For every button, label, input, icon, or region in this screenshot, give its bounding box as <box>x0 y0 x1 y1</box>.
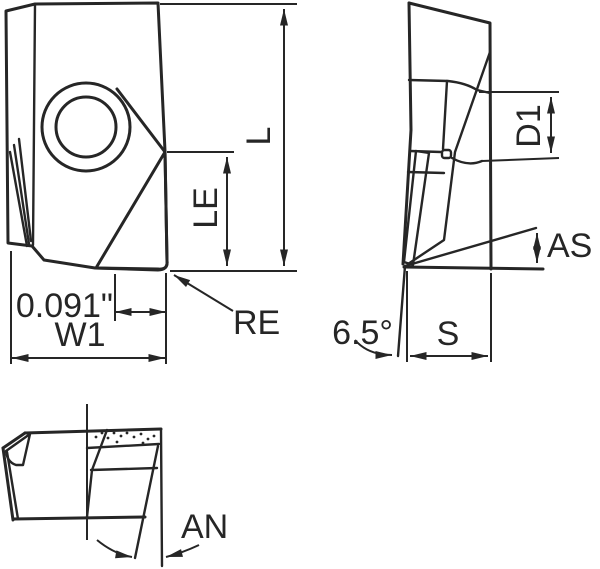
an-arc-left <box>96 539 133 559</box>
as-label: AS <box>547 227 592 265</box>
an-clearance-line <box>133 444 160 560</box>
w1-label: W1 <box>55 316 106 354</box>
side-top-right-edge <box>407 1 493 271</box>
re-label: RE <box>233 304 280 342</box>
side-corner-notch <box>440 148 453 160</box>
bottom-internal-slant <box>85 428 109 519</box>
side-bottom-line <box>402 265 545 271</box>
front-view: L LE RE 0.091" W1 <box>4 1 297 364</box>
as-angle-line <box>403 226 538 268</box>
front-facet-hatch-2 <box>12 143 31 246</box>
bottom-strip-line <box>85 442 161 450</box>
w1-value-label: 0.091" <box>16 287 113 325</box>
side-left-edge <box>401 1 413 266</box>
seat-angle-arc <box>354 339 393 359</box>
an-label: AN <box>181 508 228 546</box>
side-main-diagonal <box>406 50 492 266</box>
side-cutting-edge-gray <box>402 149 431 267</box>
seat-angle-line <box>396 264 407 358</box>
front-chamfer-line <box>115 87 167 154</box>
side-inner-vertical <box>441 79 449 151</box>
bottom-view: AN <box>1 404 228 568</box>
bottom-left-edge <box>1 446 15 522</box>
front-facet-hatch-3 <box>17 137 33 243</box>
bottom-top-edge <box>23 427 163 435</box>
l-label: L <box>240 127 278 146</box>
cutting-face-gray <box>94 150 169 271</box>
d1-extension-bottom <box>481 157 560 162</box>
seat-angle-label: 6.5° <box>332 314 393 352</box>
bottom-nose-facet <box>4 432 32 467</box>
bottom-bottom-edge <box>11 515 147 521</box>
front-left-facet-line <box>31 2 37 247</box>
hole-outer-circle <box>40 81 132 173</box>
an-arc-right <box>165 544 200 558</box>
bottom-right-edge <box>159 427 164 568</box>
le-label: LE <box>187 187 225 229</box>
stipple-dots <box>94 431 156 445</box>
re-leader-line <box>173 274 234 312</box>
bottom-left-chamfer <box>1 431 27 450</box>
side-view: D1 AS 6.5° S <box>332 1 592 362</box>
front-facet-hatch-1 <box>8 150 29 248</box>
bottom-horizontal-line <box>89 466 159 472</box>
hole-inner-circle <box>54 95 118 159</box>
s-label: S <box>437 315 460 353</box>
bottom-left-inner-edge <box>5 450 20 521</box>
d1-label: D1 <box>510 104 548 147</box>
side-neck-curve <box>450 156 484 165</box>
